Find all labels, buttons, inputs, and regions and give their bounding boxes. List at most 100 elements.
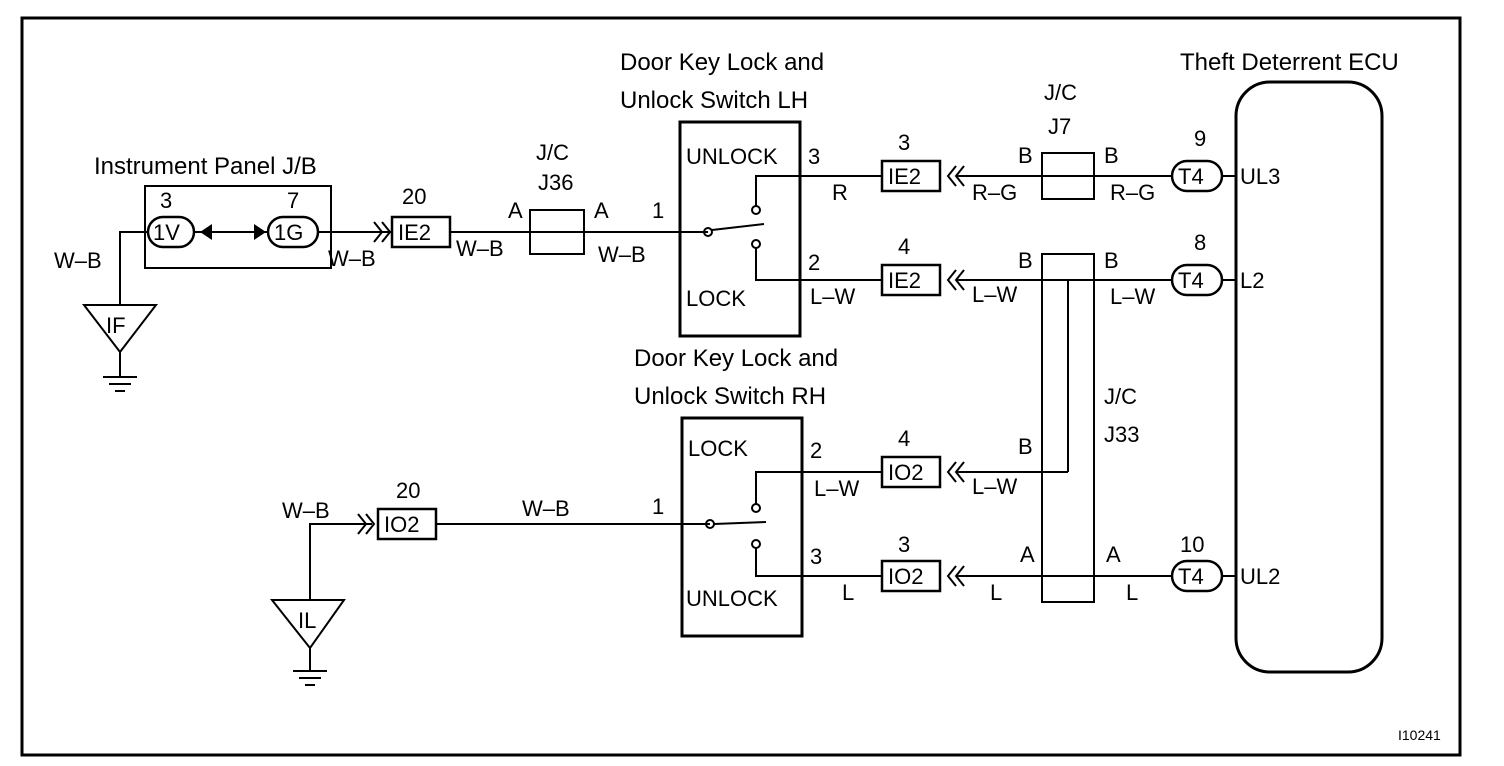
connector-ie2-left: [390, 215, 452, 249]
wire-label-rg-1: R–G: [972, 180, 1017, 205]
wire-label-l-1: L: [842, 580, 854, 605]
connector-ie2-left-label: IE2: [398, 220, 431, 245]
switch-lh-unlock-label: UNLOCK: [686, 144, 778, 169]
ecu-terminal-ul2: UL2: [1240, 564, 1280, 589]
wire-label-wb-3: W–B: [456, 236, 504, 261]
connector-io2-upper-label: IO2: [888, 460, 923, 485]
switch-lh-lock-label: LOCK: [686, 286, 746, 311]
connector-ie2-lower-label: IE2: [888, 268, 921, 293]
pin-9-t4: 9: [1194, 126, 1206, 151]
switch-rh-unlock-lead: [755, 548, 808, 577]
pin-a-j36-right: A: [594, 198, 609, 223]
wire-label-r: R: [832, 180, 848, 205]
j33-label: J33: [1104, 422, 1139, 447]
pin-3-rh: 3: [810, 544, 822, 569]
wire-label-l-3: L: [1126, 580, 1138, 605]
pin-4-io2-upper: 4: [898, 426, 910, 451]
connector-1g-label: 1G: [274, 220, 303, 245]
connector-t4-ul2-label: T4: [1178, 564, 1204, 589]
ip-jb-box: [144, 185, 332, 269]
switch-lh-blade: [711, 223, 765, 231]
pin-8-t4: 8: [1194, 230, 1206, 255]
pin-2-rh: 2: [810, 438, 822, 463]
switch-rh-box: [680, 416, 804, 638]
wire-label-wb-2: W–B: [328, 246, 376, 271]
pin-1-rh: 1: [652, 494, 664, 519]
switch-rh-unlock-label: UNLOCK: [686, 586, 778, 611]
pin-b-j33-top-right: B: [1104, 248, 1119, 273]
wire-label-lw-4: L–W: [814, 476, 859, 501]
ground-if-symbol: [81, 304, 159, 354]
wire-label-wb-4: W–B: [598, 242, 646, 267]
j7-label: J7: [1048, 114, 1071, 139]
connector-io2-left: [376, 507, 438, 541]
pin-a-j33-left: A: [1020, 542, 1035, 567]
wire-1v-ground: [119, 231, 148, 305]
pin-b-j33-mid: B: [1018, 434, 1033, 459]
wire-io2-ground: [309, 523, 372, 600]
switch-rh-title-1: Door Key Lock and: [634, 345, 838, 372]
jc-j7-label: J/C: [1044, 80, 1077, 105]
ground-il-label: IL: [298, 608, 316, 633]
pin-3-lh: 3: [808, 144, 820, 169]
wire-label-wb-5: W–B: [522, 496, 570, 521]
wire-label-rg-2: R–G: [1110, 180, 1155, 205]
connector-io2-upper: [880, 455, 942, 489]
pin-3-ipjb: 3: [160, 188, 172, 213]
connector-t4-ul3-label: T4: [1178, 164, 1204, 189]
pin-b-j7-right: B: [1104, 143, 1119, 168]
figure-id: I10241: [1398, 727, 1441, 743]
ground-if-label: IF: [106, 313, 126, 338]
connector-1v-label: 1V: [153, 220, 180, 245]
pin-20-io2: 20: [396, 478, 420, 503]
pin-a-j36-left: A: [508, 198, 523, 223]
pin-10-t4: 10: [1180, 532, 1204, 557]
wire-label-wb-1: W–B: [54, 248, 102, 273]
connector-io2-lower-label: IO2: [888, 564, 923, 589]
pin-b-j7-left: B: [1018, 143, 1033, 168]
pin-a-j33-right: A: [1106, 542, 1121, 567]
pin-7-ipjb: 7: [287, 188, 299, 213]
ecu-terminal-ul3: UL3: [1240, 164, 1280, 189]
switch-lh-box: [678, 120, 802, 338]
switch-lh-common-contact: [703, 227, 713, 237]
switch-rh-lock-label: LOCK: [688, 436, 748, 461]
diagram-border: [20, 16, 1462, 757]
ip-jb-label: Instrument Panel J/B: [94, 153, 317, 180]
j36-label: J36: [538, 170, 573, 195]
connector-ie2-lower: [880, 263, 942, 297]
connector-t4-l2-label: T4: [1178, 268, 1204, 293]
wire-label-l-2: L: [990, 580, 1002, 605]
pin-3-io2-lower: 3: [898, 532, 910, 557]
connector-ie2-upper-label: IE2: [888, 164, 921, 189]
jc-j33-label: J/C: [1104, 384, 1137, 409]
wire-label-lw-2: L–W: [972, 282, 1017, 307]
connector-ie2-upper: [880, 159, 942, 193]
switch-lh-lock-lead: [755, 248, 808, 281]
pin-4-ie2-lower: 4: [898, 234, 910, 259]
pin-20-ie2: 20: [402, 184, 426, 209]
switch-lh-title-2: Unlock Switch LH: [620, 87, 808, 114]
wire-label-lw-3: L–W: [1110, 284, 1155, 309]
junction-j33: [1041, 253, 1095, 603]
connector-io2-lower: [880, 559, 942, 593]
switch-rh-title-2: Unlock Switch RH: [634, 383, 826, 410]
connector-io2-left-label: IO2: [384, 512, 419, 537]
switch-rh-blade: [713, 521, 767, 525]
ecu-label: Theft Deterrent ECU: [1180, 49, 1399, 76]
ecu-terminal-l2: L2: [1240, 268, 1264, 293]
connector-arrow-right: [254, 224, 266, 240]
pin-3-ie2-upper: 3: [898, 130, 910, 155]
pin-2-lh: 2: [808, 250, 820, 275]
switch-lh-unlock-lead: [755, 175, 808, 206]
switch-lh-title-1: Door Key Lock and: [620, 49, 824, 76]
junction-j7: [1041, 152, 1095, 200]
wire-label-wb-6: W–B: [282, 498, 330, 523]
ground-il-symbol: [269, 599, 346, 650]
connector-arrow-left: [200, 224, 212, 240]
pin-b-j33-top-left: B: [1018, 248, 1033, 273]
switch-rh-lock-lead: [755, 471, 808, 504]
pin-1-lh: 1: [652, 198, 664, 223]
wire-label-lw-1: L–W: [810, 284, 855, 309]
